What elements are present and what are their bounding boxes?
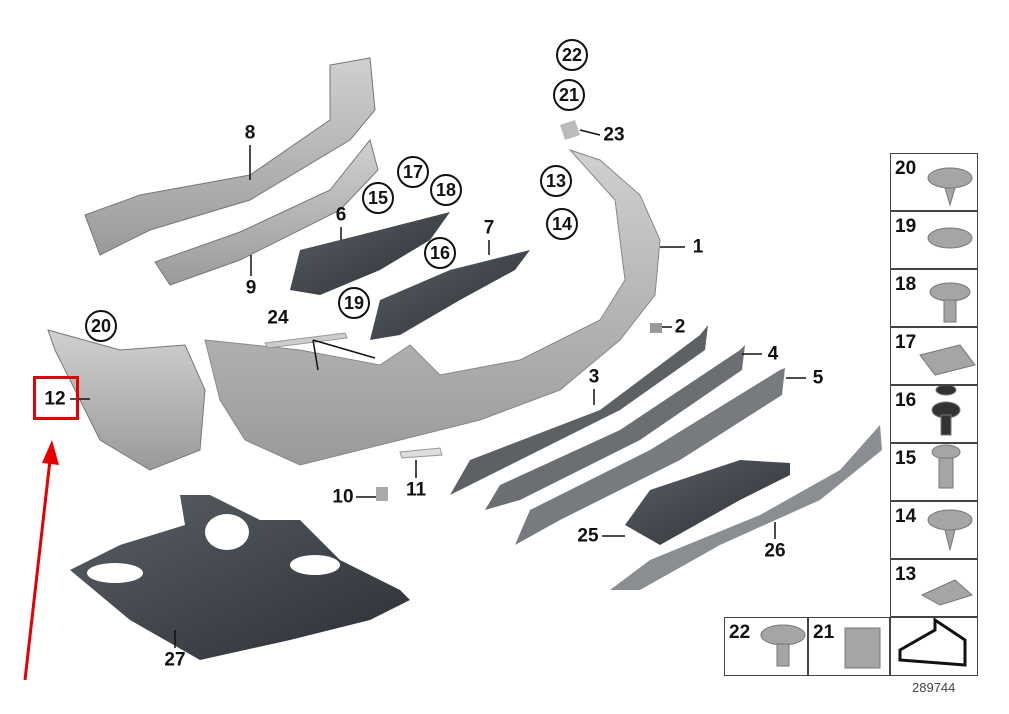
circled-callout-18: 18 bbox=[430, 174, 462, 206]
part-10-clip bbox=[376, 487, 388, 501]
fastener-cell: 21 bbox=[808, 617, 890, 676]
callout-3: 3 bbox=[588, 366, 600, 388]
callout-2: 2 bbox=[674, 316, 686, 338]
callout-11: 11 bbox=[405, 479, 427, 501]
part-12-bracket bbox=[47, 329, 206, 471]
fastener-number: 13 bbox=[895, 564, 917, 585]
fastener-number: 15 bbox=[895, 448, 917, 469]
callout-8: 8 bbox=[244, 122, 256, 144]
fastener-number: 19 bbox=[895, 216, 917, 237]
fastener-cell: 17 bbox=[890, 327, 978, 385]
part-9-beam bbox=[154, 138, 379, 286]
direction-arrow-cell bbox=[890, 617, 978, 676]
callout-24: 24 bbox=[267, 307, 289, 329]
callout-1: 1 bbox=[692, 236, 704, 258]
fastener-cell: 15 bbox=[890, 443, 978, 501]
circled-callout-20: 20 bbox=[85, 310, 117, 342]
circled-callout-13: 13 bbox=[540, 165, 572, 197]
part-26-diffuser bbox=[610, 425, 882, 590]
highlight-box bbox=[33, 376, 79, 420]
red-arrow bbox=[23, 459, 52, 681]
part-23-clip bbox=[560, 120, 580, 140]
fastener-cell: 16 bbox=[890, 385, 978, 443]
fastener-cell: 19 bbox=[890, 211, 978, 269]
part-3-trim bbox=[450, 325, 708, 495]
callout-6: 6 bbox=[335, 204, 347, 226]
fastener-cell: 18 bbox=[890, 269, 978, 327]
part-5-trim bbox=[515, 368, 785, 545]
part-2-clip bbox=[650, 323, 662, 333]
callout-23: 23 bbox=[603, 124, 625, 146]
part-11-reflector bbox=[399, 447, 443, 459]
part-25-guide bbox=[625, 460, 790, 545]
fastener-number: 14 bbox=[895, 506, 917, 527]
part-7-guide bbox=[370, 250, 530, 340]
circled-callout-16: 16 bbox=[424, 237, 456, 269]
part-1-bumper bbox=[204, 148, 661, 466]
part-8-carrier bbox=[84, 57, 376, 256]
callout-4: 4 bbox=[767, 343, 779, 365]
circled-callout-14: 14 bbox=[546, 208, 578, 240]
fastener-number: 16 bbox=[895, 390, 917, 411]
callout-27: 27 bbox=[164, 649, 186, 671]
callout-25: 25 bbox=[577, 525, 599, 547]
part-4-trim bbox=[485, 345, 745, 510]
circled-callout-15: 15 bbox=[362, 182, 394, 214]
fastener-cell: 20 bbox=[890, 153, 978, 211]
callout-12: 12 bbox=[44, 388, 66, 410]
fastener-icons bbox=[760, 167, 976, 669]
diagram-id: 289744 bbox=[912, 680, 956, 695]
fastener-number: 20 bbox=[895, 158, 917, 179]
fastener-cell: 13 bbox=[890, 559, 978, 617]
callout-5: 5 bbox=[812, 367, 824, 389]
fastener-number: 18 bbox=[895, 274, 917, 295]
red-arrowhead bbox=[42, 440, 59, 465]
circled-callout-21: 21 bbox=[553, 79, 585, 111]
callout-10: 10 bbox=[332, 486, 354, 508]
callout-9: 9 bbox=[245, 277, 257, 299]
circled-callout-19: 19 bbox=[338, 287, 370, 319]
part-27-underbody bbox=[70, 495, 410, 660]
part-24-strip bbox=[264, 332, 348, 349]
circled-callout-22: 22 bbox=[556, 39, 588, 71]
fastener-number: 21 bbox=[813, 622, 835, 643]
circled-callout-17: 17 bbox=[397, 156, 429, 188]
callout-7: 7 bbox=[483, 217, 495, 239]
fastener-cell: 22 bbox=[724, 617, 808, 676]
callout-26: 26 bbox=[764, 540, 786, 562]
fastener-cell: 14 bbox=[890, 501, 978, 559]
fastener-number: 17 bbox=[895, 332, 917, 353]
fastener-number: 22 bbox=[729, 622, 751, 643]
part-6-guide bbox=[290, 212, 450, 295]
